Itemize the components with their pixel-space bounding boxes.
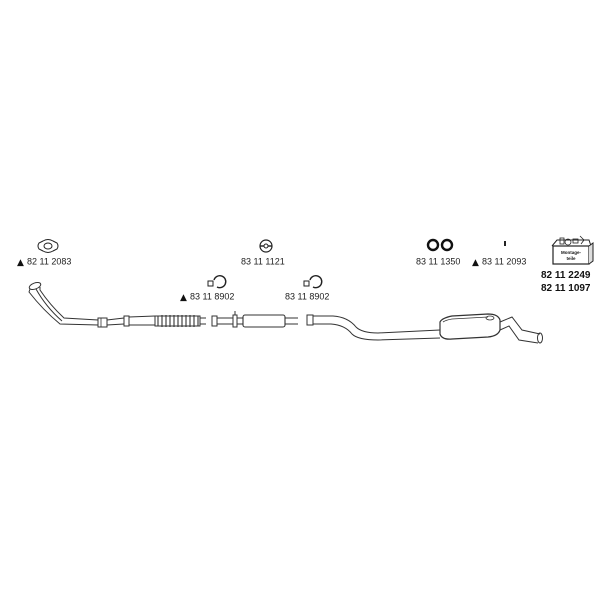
part-clamp-left[interactable]: ▲ 83 11 8902 bbox=[180, 274, 234, 303]
pipe-clamp-icon bbox=[303, 274, 323, 289]
rubber-hanger-rings-icon bbox=[426, 238, 454, 252]
pipe-clamp-icon bbox=[207, 274, 227, 289]
part-number: 83 11 2093 bbox=[482, 257, 526, 267]
part-gasket-top-left[interactable]: ▲ 82 11 2083 bbox=[17, 239, 71, 269]
kit-label-line1: Montage- bbox=[561, 250, 581, 255]
rear-muffler bbox=[439, 313, 501, 340]
part-number: 83 11 1350 bbox=[416, 257, 460, 267]
front-downpipe bbox=[28, 282, 108, 328]
tailpipe bbox=[499, 316, 543, 344]
warning-triangle: ▲ bbox=[17, 258, 24, 268]
small-fastener-icon bbox=[504, 241, 506, 246]
warning-triangle: ▲ bbox=[472, 258, 479, 268]
rear-pipe bbox=[306, 314, 441, 341]
flange-gasket-icon bbox=[37, 239, 59, 253]
connecting-pipe bbox=[106, 315, 156, 327]
part-number: 82 11 2083 bbox=[27, 257, 71, 267]
flex-pipe bbox=[154, 315, 206, 327]
part-ring-center[interactable]: 83 11 1121 bbox=[241, 239, 285, 267]
middle-silencer bbox=[242, 314, 298, 328]
center-connector bbox=[211, 311, 243, 328]
part-number: 83 11 8902 bbox=[285, 292, 329, 302]
mounting-kit-box-icon: Montage- teile bbox=[551, 235, 594, 265]
kit-number-2: 82 11 1097 bbox=[541, 283, 591, 294]
part-small-fastener[interactable]: ▲ 83 11 2093 bbox=[472, 241, 526, 268]
mounting-kit[interactable]: Montage- teile 82 11 2249 82 11 1097 bbox=[541, 235, 594, 294]
exhaust-pipe-assembly-icon[interactable] bbox=[28, 281, 543, 344]
kit-number-1: 82 11 2249 bbox=[541, 270, 591, 281]
part-rubber-rings[interactable]: 83 11 1350 bbox=[416, 238, 460, 267]
kit-label-line2: teile bbox=[566, 256, 576, 261]
mounting-ring-icon bbox=[259, 239, 273, 253]
warning-triangle: ▲ bbox=[180, 293, 187, 303]
part-number: 83 11 8902 bbox=[190, 292, 234, 302]
part-clamp-right[interactable]: 83 11 8902 bbox=[285, 274, 329, 302]
part-number: 83 11 1121 bbox=[241, 257, 285, 267]
